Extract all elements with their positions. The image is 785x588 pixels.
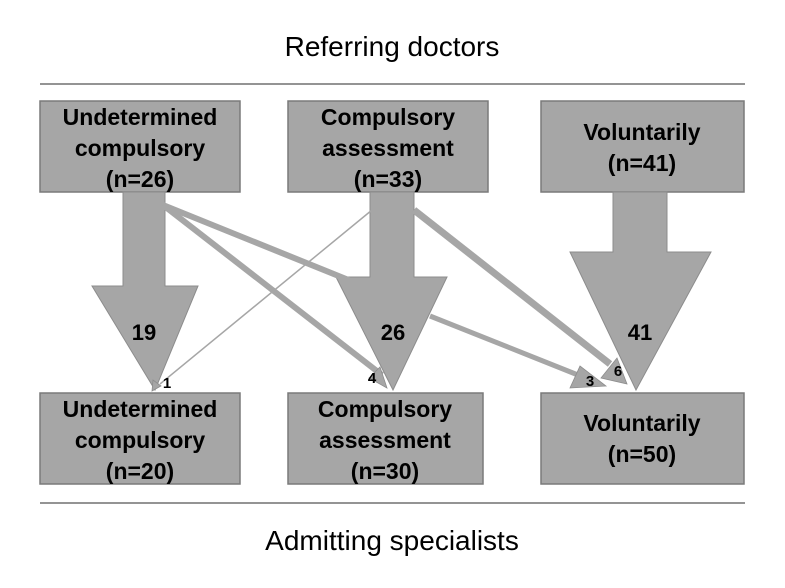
cross-flow-head-assessment-to-undetermined [151,379,162,392]
top-box-undetermined-line1: Undetermined [63,104,218,130]
top-box-assessment-line2: assessment [322,135,454,161]
bottom-box-assessment-line2: assessment [319,427,451,453]
cross-count-assessment-to-voluntarily: 6 [614,363,622,380]
bottom-box-undetermined-count: (n=20) [106,458,174,484]
top-box-undetermined-line2: compulsory [75,135,206,161]
top-box-voluntarily-count: (n=41) [608,150,676,176]
bottom-box-compulsory-assessment: Compulsory assessment (n=30) [287,392,484,485]
flow-arrow-voluntarily-to-voluntarily [569,191,712,392]
top-box-assessment-count: (n=33) [354,166,422,192]
cross-flow-head-assessment-to-voluntarily [600,357,628,385]
cross-count-undetermined-to-assessment: 4 [368,370,377,387]
cross-flow-line-assessment-to-voluntarily [411,207,613,367]
top-box-undetermined-count: (n=26) [106,166,174,192]
cross-count-assessment-to-undetermined: 1 [163,375,171,392]
cross-count-undetermined-to-voluntarily: 3 [586,373,594,390]
top-box-compulsory-assessment: Compulsory assessment (n=33) [287,100,489,193]
cross-flow-head-undetermined-to-assessment [368,366,388,389]
top-box-voluntarily: Voluntarily (n=41) [540,100,745,193]
bottom-box-undetermined-line2: compulsory [75,427,206,453]
top-box-assessment-line1: Compulsory [321,104,455,130]
flow-arrow-assessment-to-assessment [335,191,448,392]
diagram-footer: Admitting specialists [265,525,519,556]
bottom-box-voluntarily-count: (n=50) [608,441,676,467]
cross-flow-line-undetermined-to-voluntarily-a [161,202,358,286]
bottom-box-assessment-count: (n=30) [351,458,419,484]
flow-count-voluntarily: 41 [628,320,652,345]
bottom-box-assessment-line1: Compulsory [318,396,452,422]
bottom-box-undetermined: Undetermined compulsory (n=20) [39,392,241,485]
cross-flow-head-undetermined-to-voluntarily [569,365,608,389]
bottom-box-undetermined-line1: Undetermined [63,396,218,422]
bottom-box-voluntarily: Voluntarily (n=50) [540,392,745,485]
top-box-undetermined: Undetermined compulsory (n=26) [39,100,241,193]
bottom-box-voluntarily-line1: Voluntarily [583,410,700,436]
flow-count-assessment: 26 [381,320,405,345]
cross-flow-line-undetermined-to-voluntarily-b [429,313,579,378]
cross-flow-line-undetermined-to-assessment [161,202,384,378]
flow-count-undetermined: 19 [132,320,156,345]
diagram-title: Referring doctors [285,31,500,62]
top-box-voluntarily-line1: Voluntarily [583,119,700,145]
cross-flow-line-assessment-to-undetermined [159,209,373,385]
